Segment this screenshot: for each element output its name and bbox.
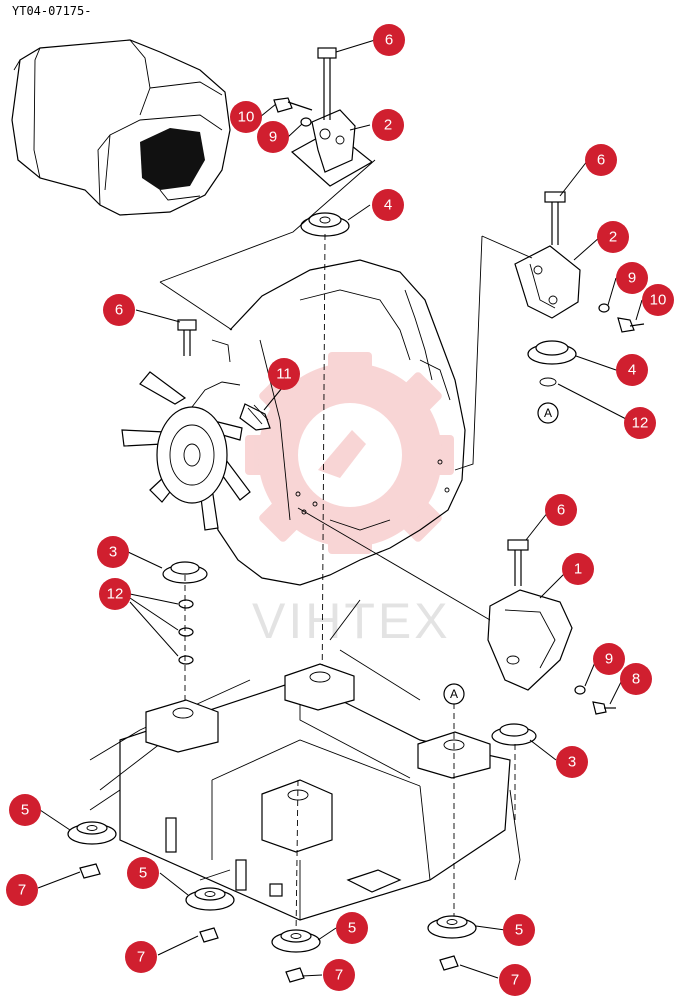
callout-label: 3 <box>568 754 576 771</box>
callout-label: 4 <box>628 362 636 379</box>
callout-label: 9 <box>269 129 277 146</box>
ref-marker-a-lower: A <box>443 683 465 705</box>
base-frame <box>89 599 521 936</box>
lower-mounts <box>67 821 477 983</box>
callout-part-12-right[interactable]: 12 <box>624 407 656 439</box>
callout-part-7-right[interactable]: 7 <box>499 964 531 996</box>
mount-rubber-right <box>491 723 537 820</box>
watermark-text: VIHTEX <box>252 593 451 649</box>
callout-label: 11 <box>276 366 292 383</box>
leader-lines <box>37 39 643 979</box>
callout-label: 6 <box>557 502 565 519</box>
callout-part-10-top[interactable]: 10 <box>230 101 262 133</box>
callout-label: 8 <box>632 671 640 688</box>
callout-part-8[interactable]: 8 <box>620 663 652 695</box>
callout-part-4-top[interactable]: 4 <box>372 189 404 221</box>
bracket-right-lower <box>297 507 616 715</box>
callout-part-9-lower[interactable]: 9 <box>593 643 625 675</box>
callout-part-2-top[interactable]: 2 <box>372 109 404 141</box>
callout-label: 2 <box>384 117 392 134</box>
callout-label: 10 <box>650 292 667 309</box>
callout-part-7-center[interactable]: 7 <box>323 959 355 991</box>
callout-part-6-right[interactable]: 6 <box>585 144 617 176</box>
callout-part-5-center[interactable]: 5 <box>336 912 368 944</box>
engine-body <box>207 259 466 586</box>
callout-label: 2 <box>609 229 617 246</box>
cooling-fan <box>121 371 251 531</box>
callout-label: 9 <box>628 270 636 287</box>
ref-label: A <box>544 406 552 420</box>
ref-marker-a-upper: A <box>537 402 559 424</box>
document-code: YT04-07175- <box>12 4 92 18</box>
callout-label: 6 <box>597 152 605 169</box>
callout-label: 5 <box>348 920 356 937</box>
callout-part-5-right[interactable]: 5 <box>503 914 535 946</box>
callout-part-10-right[interactable]: 10 <box>642 284 674 316</box>
sensor-part-11 <box>239 403 271 431</box>
callout-part-9-right[interactable]: 9 <box>616 262 648 294</box>
callout-part-12-left[interactable]: 12 <box>99 578 131 610</box>
mount-rubber-left <box>162 561 208 710</box>
callout-label: 10 <box>238 109 255 126</box>
callout-part-9-top[interactable]: 9 <box>257 121 289 153</box>
callout-label: 5 <box>139 865 147 882</box>
callout-label: 6 <box>115 302 123 319</box>
callout-part-11[interactable]: 11 <box>268 358 300 390</box>
callout-label: 12 <box>107 586 124 603</box>
cab-inset <box>11 39 231 216</box>
bracket-top <box>273 47 374 187</box>
callout-part-6-lower[interactable]: 6 <box>545 494 577 526</box>
callout-label: 5 <box>21 802 29 819</box>
mount-rubber-top <box>300 212 350 237</box>
callout-label: 5 <box>515 922 523 939</box>
callout-label: 12 <box>632 415 649 432</box>
ref-label: A <box>450 687 458 701</box>
callout-part-7-left[interactable]: 7 <box>6 874 38 906</box>
callout-part-5-center-left[interactable]: 5 <box>127 857 159 889</box>
bolt-left <box>177 319 197 356</box>
callout-part-3-right[interactable]: 3 <box>556 746 588 778</box>
callout-part-2-right[interactable]: 2 <box>597 221 629 253</box>
callout-part-1[interactable]: 1 <box>562 553 594 585</box>
callout-label: 3 <box>109 544 117 561</box>
callout-part-6-top[interactable]: 6 <box>373 24 405 56</box>
bracket-right-upper <box>454 191 645 471</box>
callout-label: 7 <box>511 972 519 989</box>
callout-label: 6 <box>385 32 393 49</box>
callout-label: 4 <box>384 197 392 214</box>
callout-label: 7 <box>137 949 145 966</box>
callout-part-4-right[interactable]: 4 <box>616 354 648 386</box>
callout-label: 9 <box>605 651 613 668</box>
callout-part-5-left[interactable]: 5 <box>9 794 41 826</box>
callout-part-6-left[interactable]: 6 <box>103 294 135 326</box>
callout-label: 7 <box>335 967 343 984</box>
callout-label: 1 <box>574 561 582 578</box>
callout-label: 7 <box>18 882 26 899</box>
callout-part-3-left[interactable]: 3 <box>97 536 129 568</box>
callout-part-7-center-left[interactable]: 7 <box>125 941 157 973</box>
